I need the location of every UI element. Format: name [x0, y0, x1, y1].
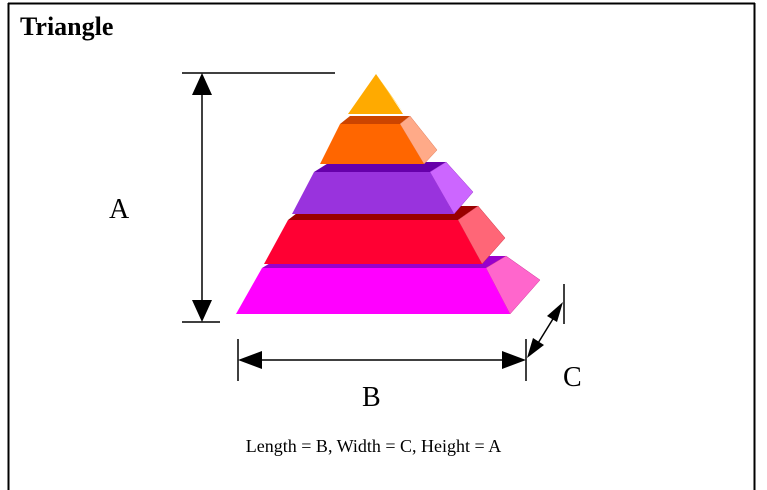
height-arrow-bottom — [192, 300, 212, 322]
third-layer-top-face — [314, 162, 446, 172]
base-layer-front-face — [236, 268, 510, 314]
pyramid-base-layer — [236, 255, 541, 315]
length-arrow-left — [238, 351, 262, 369]
fourth-layer-top-face — [340, 116, 410, 124]
pyramid-third-layer — [292, 161, 474, 215]
third-layer-front-face — [292, 172, 454, 214]
width-arrow-upper — [547, 302, 563, 322]
pyramid-apex-layer — [348, 74, 403, 114]
dimension-caption: Length = B, Width = C, Height = A — [245, 436, 502, 456]
length-arrow-right — [502, 351, 526, 369]
base-layer-side-face — [485, 255, 541, 315]
second-layer-side-face — [457, 205, 506, 265]
apex-layer-front-face — [348, 74, 403, 114]
length-label: B — [362, 382, 381, 413]
height-label: A — [109, 194, 130, 225]
apex-layer-side-face — [376, 74, 403, 112]
diagram-title: Triangle — [20, 12, 114, 41]
pyramid-second-layer — [264, 205, 506, 265]
fourth-layer-front-face — [320, 124, 424, 164]
width-arrow-lower — [527, 338, 544, 358]
width-label: C — [563, 362, 582, 393]
second-layer-front-face — [264, 220, 482, 264]
pyramid-fourth-layer — [320, 115, 438, 165]
height-arrow-top — [192, 73, 212, 95]
